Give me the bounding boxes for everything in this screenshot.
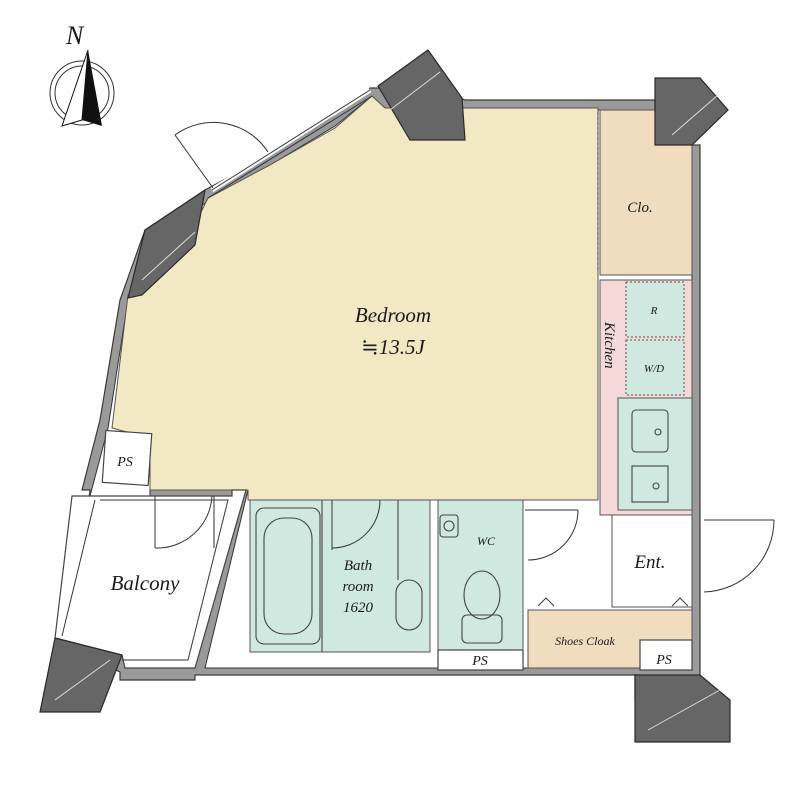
ps-left-box (101, 429, 153, 487)
bedroom-label: Bedroom (355, 303, 431, 327)
ps-right-label: PS (655, 653, 672, 668)
pillar-top (377, 49, 466, 141)
entrance-label: Ent. (633, 552, 665, 573)
wc-room (437, 499, 524, 651)
wc-sink (439, 514, 459, 538)
shoe-cabinet-marks (537, 597, 689, 607)
fridge-label: R (650, 305, 658, 317)
bath-label-line2: room (342, 579, 373, 595)
door-bathroom[interactable] (331, 499, 381, 550)
shoes-cloak-label: Shoes Cloak (555, 634, 615, 648)
kitchen-sink (631, 409, 669, 453)
wc-label: WC (477, 534, 496, 548)
bath-label-line1: Bath (344, 558, 372, 574)
compass: N (49, 21, 115, 127)
entrance-room (611, 514, 693, 608)
balcony-label: Balcony (111, 571, 180, 595)
bath-sink (395, 579, 423, 631)
ps-wc-box (437, 649, 524, 671)
washer-label: W/D (644, 363, 664, 375)
bath-room-area (249, 499, 431, 653)
compass-north-label: N (65, 21, 85, 50)
pillar-bottom-right (634, 674, 731, 743)
cooktop (631, 465, 669, 503)
bathtub (255, 507, 321, 645)
compass-needle-icon (82, 50, 102, 126)
ps-left-label: PS (116, 455, 133, 470)
closet-label: Clo. (627, 200, 652, 216)
door-entrance[interactable] (703, 519, 775, 593)
pillar-left (127, 188, 206, 299)
balcony-area (54, 489, 247, 669)
kitchen-counter (617, 397, 693, 511)
kitchen-label: Kitchen (601, 321, 617, 369)
bedroom-size: ≒13.5J (361, 335, 426, 359)
pillar-bottom-left (39, 637, 123, 713)
bedroom-room (111, 95, 599, 501)
bath-label-line3: 1620 (343, 600, 374, 616)
door-wc[interactable] (525, 509, 579, 561)
washer-space (625, 339, 685, 396)
door-balcony[interactable] (154, 495, 215, 549)
balcony-rail (61, 499, 229, 661)
ps-right-box (639, 639, 693, 671)
fridge-space (625, 281, 685, 338)
door-balcony-upper[interactable] (174, 121, 269, 189)
toilet (463, 570, 501, 620)
ps-wc-label: PS (471, 654, 488, 669)
pillar-top-right (654, 77, 729, 146)
